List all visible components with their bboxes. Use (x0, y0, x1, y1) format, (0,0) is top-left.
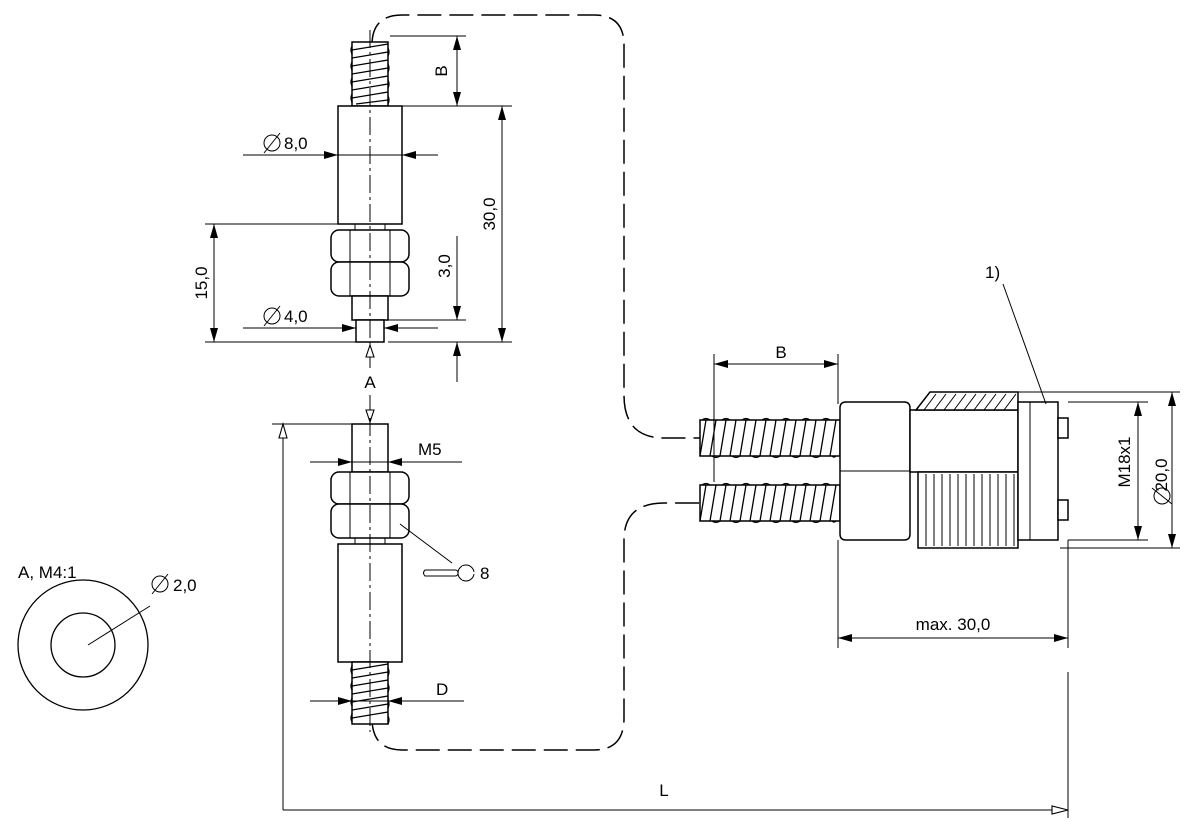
right-lower-spiral (699, 482, 841, 524)
upper-head-dimensions: B 30,0 3,0 15,0 8,0 (192, 35, 512, 382)
dim-m5: M5 (418, 440, 442, 459)
dim-b-right: B (775, 343, 786, 362)
view-a-label: A (364, 373, 376, 392)
dim-wrench-8: 8 (480, 564, 489, 583)
diameter-symbol-icon (263, 305, 281, 327)
diameter-symbol-icon (151, 573, 169, 595)
knurled-nut (917, 471, 1019, 549)
connector-mid-body (909, 409, 1019, 473)
lower-sensor-head (330, 418, 410, 732)
dim-dia-4: 4,0 (284, 307, 308, 326)
dim-b-top: B (432, 65, 451, 76)
lower-head-dimensions: M5 8 D (310, 440, 489, 705)
upper-sensor-head (330, 30, 410, 350)
amplifier-connector (699, 391, 1069, 549)
dim-dia-2: 2,0 (173, 576, 197, 595)
dim-m18: M18x1 (1115, 436, 1134, 487)
dim-dia-20: 20,0 (1152, 458, 1171, 491)
dim-3: 3,0 (435, 254, 454, 278)
note-1: 1) (985, 263, 1000, 282)
overall-length-dimension: L (272, 421, 1069, 818)
dim-dia-8: 8,0 (284, 134, 308, 153)
dim-30: 30,0 (480, 197, 499, 230)
fibre-loop-dashed (371, 14, 700, 751)
dim-d: D (436, 680, 448, 699)
hatched-section (914, 391, 1019, 411)
view-a-indicator: A (364, 343, 376, 424)
wrench-icon (423, 564, 476, 582)
connector-flange (1017, 401, 1059, 541)
dim-l: L (659, 781, 668, 800)
right-upper-spiral (699, 417, 841, 459)
connector-dimensions: B 1) M18x1 20,0 max. 30,0 (713, 263, 1180, 648)
detail-a-end-view: A, M4:1 2,0 (17, 563, 197, 711)
dim-15: 15,0 (192, 266, 211, 299)
detail-a-title: A, M4:1 (18, 563, 77, 582)
dim-max-30: max. 30,0 (916, 615, 991, 634)
diameter-symbol-icon (263, 132, 281, 154)
diameter-symbol-icon (1151, 487, 1173, 505)
